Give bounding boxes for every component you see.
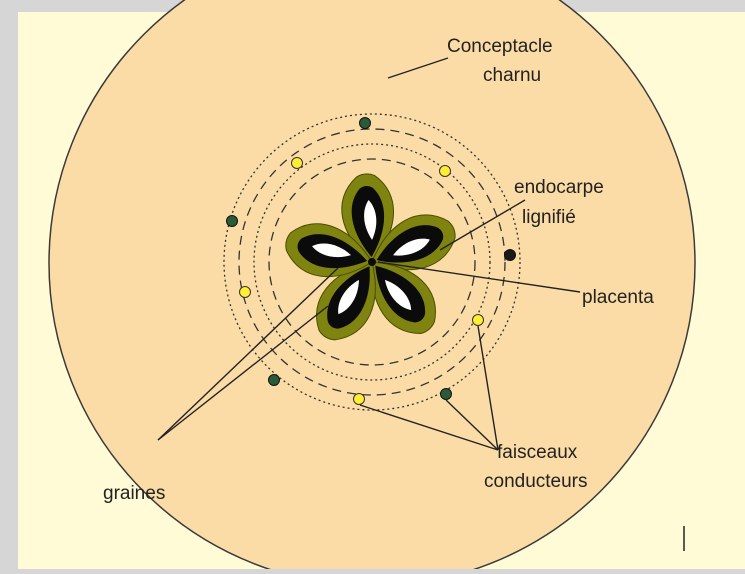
vascular-bundle-inner [473, 315, 484, 326]
vascular-bundle-outer [269, 375, 280, 386]
vascular-bundle-outer [505, 250, 516, 261]
placenta-center [368, 258, 376, 266]
vascular-bundle-inner [354, 394, 365, 405]
label-endocarpe: endocarpe [514, 177, 604, 198]
vascular-bundle-outer [441, 389, 452, 400]
vascular-bundle-inner [240, 287, 251, 298]
label-faisceaux: faisceaux [497, 442, 578, 463]
label-conceptacle: Conceptacle [447, 36, 553, 57]
label-faisceaux-conducteurs: conducteurs [484, 471, 588, 492]
vascular-bundle-outer [227, 216, 238, 227]
label-placenta: placenta [582, 287, 654, 308]
vascular-bundle-outer [360, 118, 371, 129]
vascular-bundle-inner [292, 158, 303, 169]
label-endocarpe-lignifie: lignifié [522, 207, 576, 228]
label-graines: graines [103, 483, 165, 504]
label-conceptacle-charnu: charnu [483, 65, 541, 86]
vascular-bundle-inner [440, 166, 451, 177]
